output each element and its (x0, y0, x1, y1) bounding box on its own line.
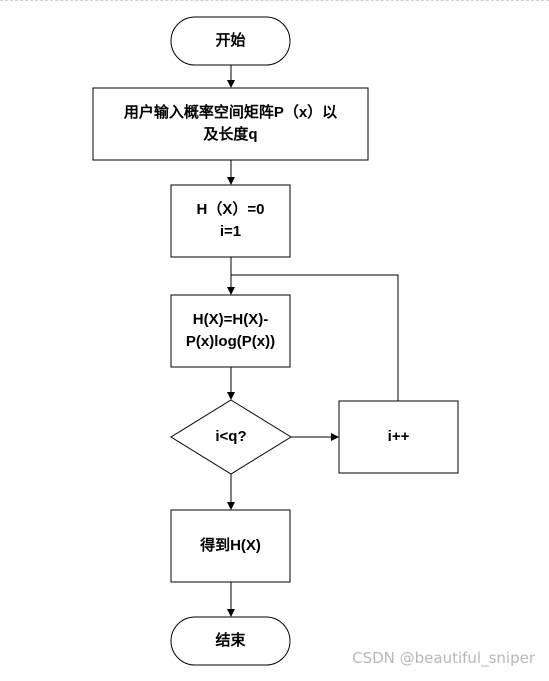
input-process-box (92, 87, 369, 161)
input-label: 用户输入概率空间矩阵P（x）以 及长度q (123, 104, 338, 143)
init-label: H（X）=0 i=1 (196, 201, 265, 240)
compute-label: H(X)=H(X)- P(x)log(P(x)) (185, 311, 276, 350)
condition-label: i<q? (215, 428, 247, 445)
end-label: 结束 (215, 632, 246, 649)
init-process-box (170, 184, 291, 258)
watermark: CSDN @beautiful_sniper (352, 649, 535, 667)
increment-label: i++ (387, 428, 410, 445)
result-label: 得到H(X) (200, 537, 261, 554)
result-process-box (170, 509, 291, 583)
loop-back-line (231, 274, 399, 401)
end-terminal (170, 616, 291, 666)
start-label: 开始 (215, 32, 246, 49)
compute-process-box (170, 294, 291, 368)
top-dashed-border (0, 0, 549, 6)
